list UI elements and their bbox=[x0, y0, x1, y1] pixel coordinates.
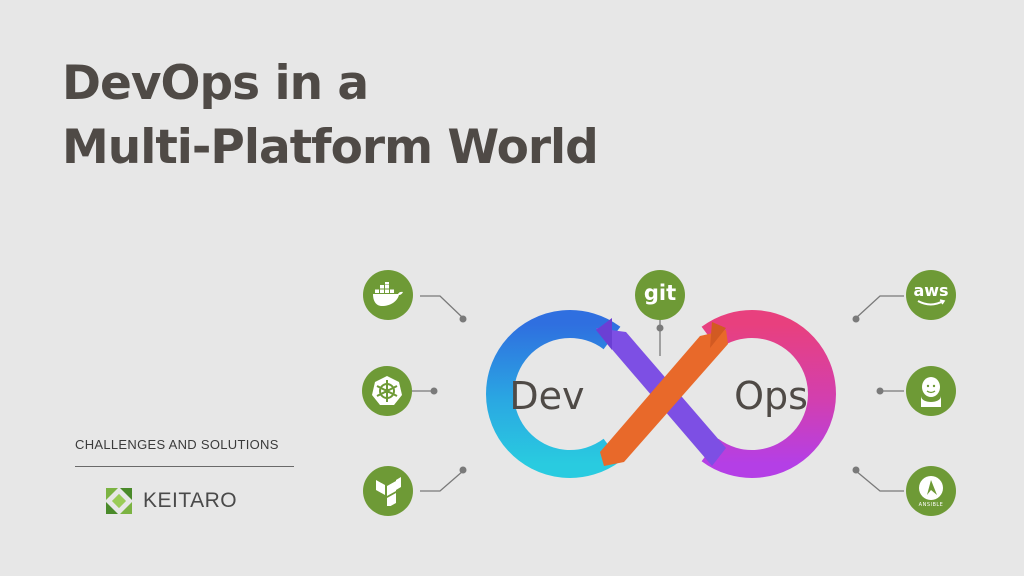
aws-label: aws bbox=[913, 281, 949, 300]
aws-icon: aws bbox=[906, 270, 956, 320]
loop-right bbox=[701, 310, 836, 478]
title-line-1: DevOps in a bbox=[62, 56, 369, 111]
terraform-icon bbox=[363, 466, 413, 516]
docker-icon bbox=[363, 270, 413, 320]
git-icon: git bbox=[635, 270, 685, 320]
ops-label: Ops bbox=[734, 374, 808, 418]
divider bbox=[75, 466, 294, 467]
git-label: git bbox=[643, 281, 677, 305]
jenkins-icon bbox=[906, 366, 956, 416]
title-line-2: Multi-Platform World bbox=[62, 120, 599, 175]
connector-dots bbox=[430, 315, 884, 474]
subtitle: CHALLENGES AND SOLUTIONS bbox=[75, 437, 279, 452]
logo-text: KEITARO bbox=[143, 489, 238, 512]
ansible-label: ANSIBLE bbox=[918, 501, 944, 508]
ansible-icon: ANSIBLE bbox=[906, 466, 956, 516]
loop-cross-orange bbox=[600, 330, 728, 466]
dev-label: Dev bbox=[509, 374, 584, 418]
keitaro-logo-icon bbox=[106, 488, 132, 514]
kubernetes-icon bbox=[362, 366, 412, 416]
keitaro-logo: KEITARO bbox=[104, 486, 237, 516]
loop-left bbox=[486, 310, 621, 478]
page-title: DevOps in a Multi-Platform World bbox=[62, 52, 599, 180]
